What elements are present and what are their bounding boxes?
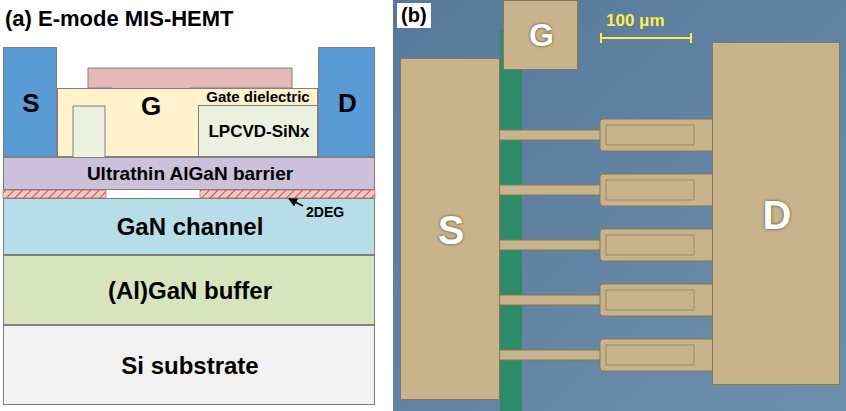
drain-finger — [600, 284, 714, 316]
drain-finger — [600, 174, 714, 206]
gate-pad: G — [503, 0, 578, 70]
text-area: G — [504, 1, 579, 71]
node-text: Gate dielectric — [206, 89, 309, 106]
node-text: S — [438, 208, 465, 252]
finger-inner — [606, 235, 694, 255]
text-area: D — [319, 48, 376, 158]
finger-inner — [606, 180, 694, 200]
source-finger — [498, 130, 602, 140]
2deg-label: 2DEG — [306, 204, 344, 220]
substrate-layer: Si substrate — [3, 325, 375, 405]
source-finger — [498, 240, 602, 250]
node-text: (Al)GaN buffer — [108, 278, 272, 304]
text-area: Si substrate — [4, 326, 376, 406]
node-text: S — [22, 89, 39, 118]
scale-tick — [690, 33, 692, 43]
node-text: D — [763, 193, 792, 237]
node-text: GaN channel — [117, 214, 264, 240]
drain-finger — [600, 339, 714, 371]
source-contact: S — [3, 47, 57, 157]
node-text: Si substrate — [121, 353, 258, 379]
drain-pad: D — [712, 42, 840, 385]
2deg-strip — [3, 190, 106, 198]
node-text: G — [529, 18, 554, 53]
finger-inner — [606, 345, 694, 365]
scale-tick — [600, 33, 602, 43]
2deg-strip — [200, 190, 375, 198]
text-area: S — [401, 59, 501, 401]
finger-inner — [606, 290, 694, 310]
shape-fill — [73, 106, 105, 158]
barrier-layer: Ultrathin AlGaN barrier — [3, 157, 375, 190]
scale-bar — [600, 37, 692, 39]
text-area: (Al)GaN buffer — [4, 256, 376, 326]
finger-inner — [606, 125, 694, 145]
buffer-layer: (Al)GaN buffer — [3, 255, 375, 325]
source-pad: S — [400, 58, 500, 400]
text-area: LPCVD-SiNx — [199, 106, 319, 158]
panel-letter: (b) — [397, 3, 431, 28]
source-finger — [498, 295, 602, 305]
node-text: G — [141, 92, 161, 121]
text-area: S — [4, 48, 58, 158]
source-finger — [498, 185, 602, 195]
text-area: D — [713, 43, 841, 386]
micrograph-ground — [393, 0, 846, 411]
node-text: Ultrathin AlGaN barrier — [87, 164, 293, 185]
scale-label: 100 μm — [606, 11, 665, 31]
node-text: D — [338, 89, 357, 118]
leader-line — [289, 199, 303, 206]
panel-title: (a) E-mode MIS-HEMT — [5, 6, 234, 31]
drain-finger — [600, 229, 714, 261]
drain-finger — [600, 119, 714, 151]
sinx-passivation: LPCVD-SiNx — [198, 105, 318, 157]
drain-contact: D — [318, 47, 375, 157]
text-area: Ultrathin AlGaN barrier — [4, 158, 376, 191]
source-finger — [498, 350, 602, 360]
text-area: Gate dielectric — [198, 89, 318, 106]
node-text: LPCVD-SiNx — [208, 123, 309, 142]
